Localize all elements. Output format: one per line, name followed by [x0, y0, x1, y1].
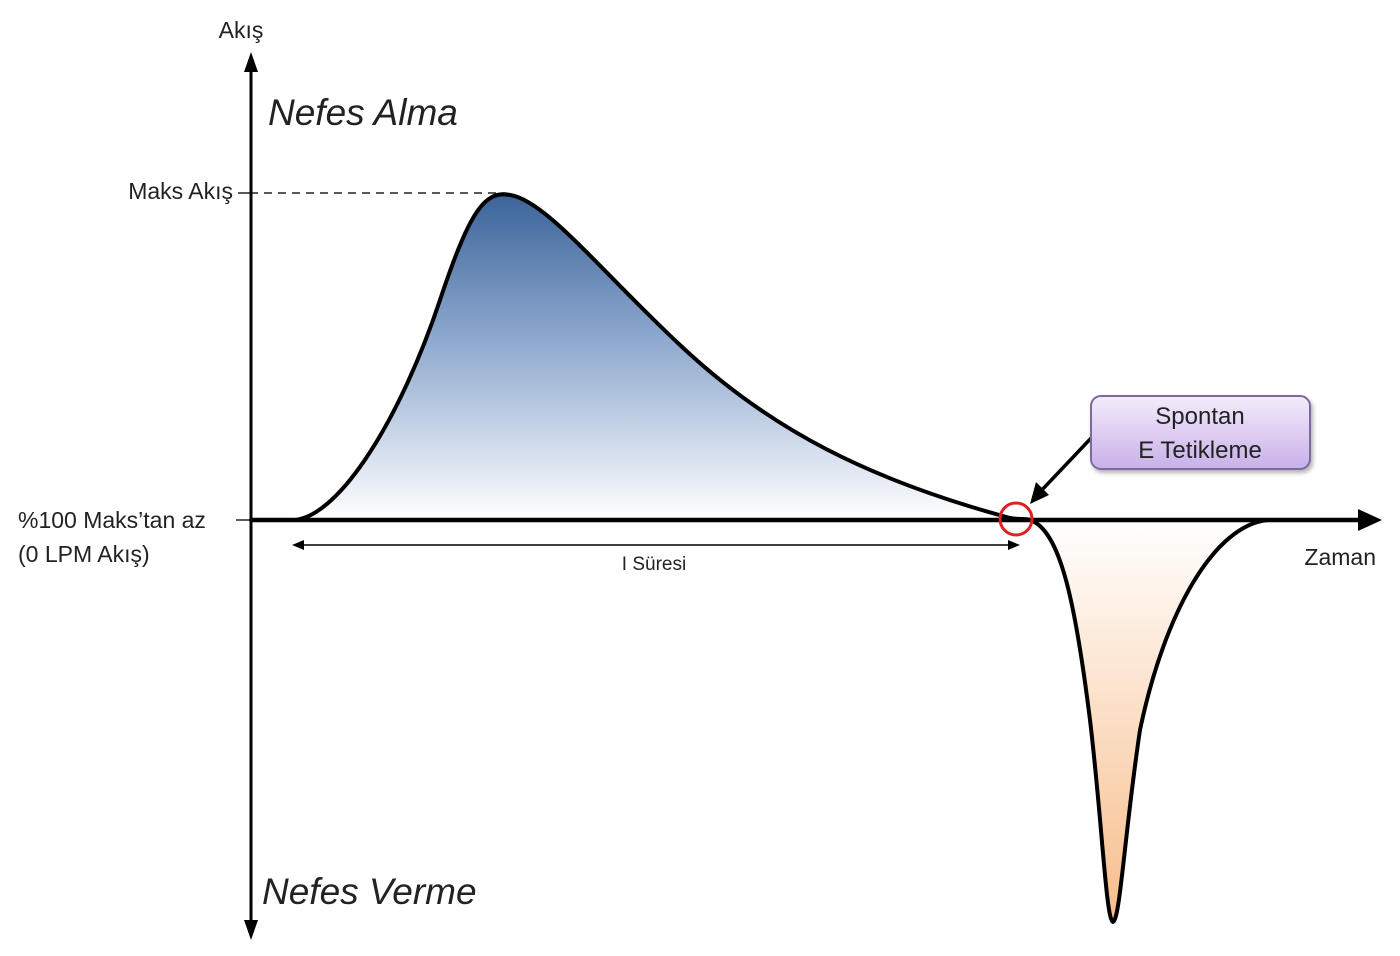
exhale-area: [1030, 520, 1268, 922]
baseline-label-line-1: %100 Maks’tan az: [18, 507, 206, 533]
y-axis-arrow-up: [244, 52, 258, 72]
i-duration-arrow-left: [292, 540, 304, 550]
x-axis-arrow: [1358, 509, 1382, 531]
y-axis-arrow-down: [244, 920, 258, 940]
inhale-label: Nefes Alma: [268, 92, 458, 133]
i-duration-arrow-right: [1008, 540, 1020, 550]
callout-pointer-head: [1030, 482, 1049, 504]
baseline-label-line-2: (0 LPM Akış): [18, 541, 150, 567]
peak-flow-label: Maks Akış: [128, 178, 233, 204]
callout-line-2: E Tetikleme: [1138, 437, 1262, 464]
exhale-label: Nefes Verme: [262, 871, 477, 912]
trigger-marker: [998, 501, 1034, 537]
inhale-area: [295, 194, 1010, 520]
callout-line-1: Spontan: [1155, 403, 1244, 430]
callout-pointer: [1038, 432, 1097, 494]
callout-box: [1090, 395, 1311, 470]
flow-curve: [249, 192, 1270, 924]
y-axis-label: Akış: [219, 17, 264, 43]
x-axis-label: Zaman: [1304, 544, 1376, 570]
i-duration-label: I Süresi: [622, 554, 686, 575]
